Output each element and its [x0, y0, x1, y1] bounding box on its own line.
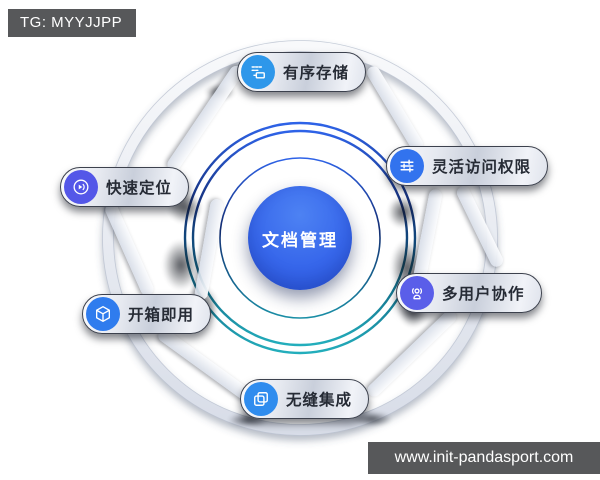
sliders-icon: [390, 149, 424, 183]
storage-icon: [241, 55, 275, 89]
box-icon: [86, 297, 120, 331]
users-icon: [400, 276, 434, 310]
feature-label: 快速定位: [106, 180, 173, 197]
feature-pill-flexible-access: 灵活访问权限: [386, 146, 549, 186]
website-watermark: www.init-pandasport.com: [368, 442, 600, 474]
fast-locate-icon: [64, 170, 98, 204]
thin-ring: [219, 157, 381, 319]
feature-pill-ordered-storage: 有序存储: [237, 52, 367, 92]
feature-pill-seamless-integration: 无缝集成: [240, 379, 370, 419]
feature-pill-out-of-box: 开箱即用: [82, 294, 212, 334]
tg-watermark-badge: TG: MYYJJPP: [8, 9, 137, 37]
center-node-label: 文档管理: [262, 230, 338, 250]
center-node: 文档管理: [248, 186, 352, 290]
shadow-blob: [352, 412, 392, 426]
feature-label: 多用户协作: [442, 286, 525, 303]
feature-pill-multi-user: 多用户协作: [396, 273, 542, 313]
feature-label: 无缝集成: [286, 392, 353, 409]
feature-label: 有序存储: [283, 65, 350, 82]
overlap-squares-icon: [244, 382, 278, 416]
shadow-blob: [388, 196, 418, 228]
double-ring-outer: [183, 121, 417, 355]
feature-pill-quick-locate: 快速定位: [60, 167, 190, 207]
shadow-blob: [163, 240, 199, 290]
double-ring-inner: [191, 129, 409, 347]
feature-label: 开箱即用: [128, 307, 195, 324]
feature-label: 灵活访问权限: [432, 159, 532, 176]
